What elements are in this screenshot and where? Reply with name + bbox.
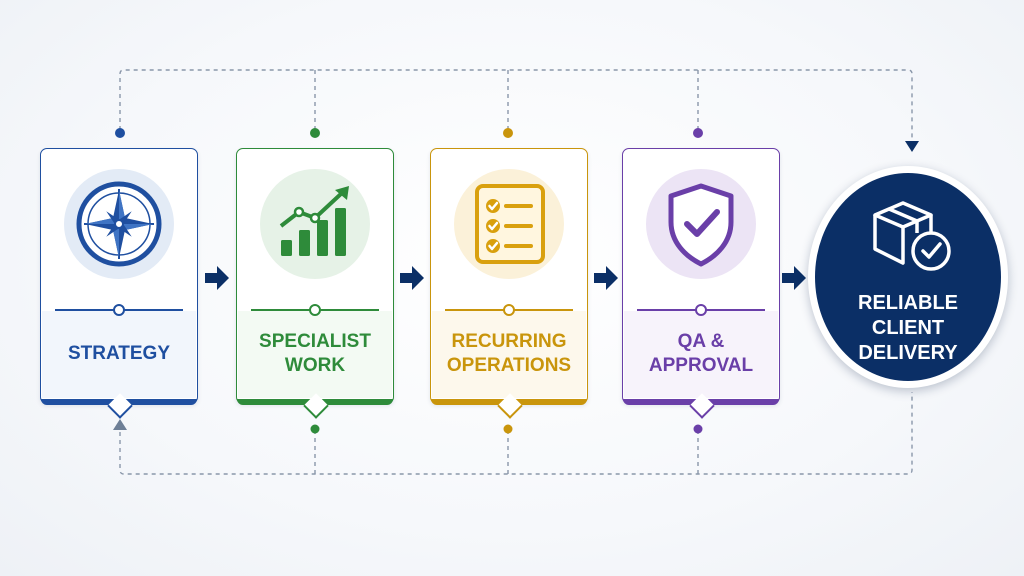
outcome-label: RELIABLE CLIENT DELIVERY (858, 292, 958, 364)
connector-dot-bottom-4 (693, 424, 703, 434)
step-label-strategy: STRATEGY (67, 343, 171, 364)
growth-chart-icon (260, 169, 370, 279)
arrow-right-icon (400, 266, 424, 290)
step-card-specialist-work: SPECIALIST WORK (236, 148, 394, 419)
outcome-circle: RELIABLE CLIENT DELIVERY (808, 166, 1008, 388)
checklist-icon (454, 169, 564, 279)
step-card-strategy: STRATEGY (40, 148, 198, 419)
step-label-specialist-work: SPECIALIST WORK (259, 331, 371, 376)
step-label-recurring-operations: RECURRING OPERATIONS (446, 331, 572, 376)
step-card-qa-approval: QA & APPROVAL (622, 148, 780, 419)
compass-icon (64, 169, 174, 279)
step-label-qa-approval: QA & APPROVAL (648, 331, 754, 376)
package-check-icon (873, 201, 951, 271)
connector-arrow-up (113, 419, 127, 430)
connector-dot-bottom-2 (310, 424, 320, 434)
connector-arrow-down (905, 141, 919, 152)
connector-dot-top-4 (693, 128, 703, 138)
connector-dot-top-1 (115, 128, 125, 138)
shield-check-icon (646, 169, 756, 279)
arrow-right-icon (782, 266, 806, 290)
arrow-right-icon (594, 266, 618, 290)
connector-dot-bottom-3 (503, 424, 513, 434)
step-card-recurring-operations: RECURRING OPERATIONS (430, 148, 588, 419)
connector-dot-top-2 (310, 128, 320, 138)
arrow-right-icon (205, 266, 229, 290)
connector-dot-top-3 (503, 128, 513, 138)
